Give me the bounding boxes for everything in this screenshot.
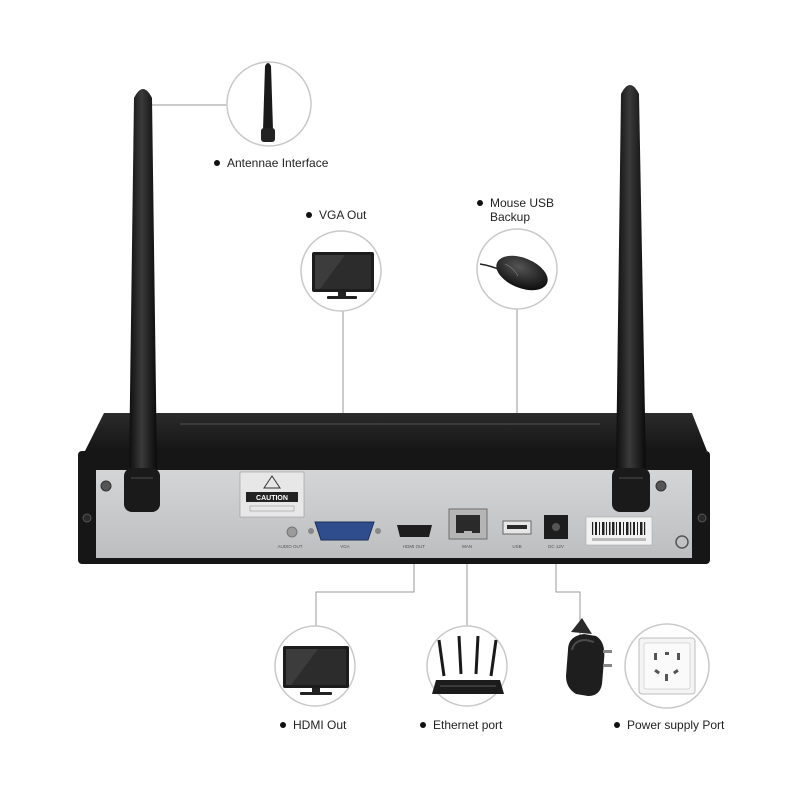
wall-outlet-icon: [638, 637, 696, 695]
screw: [697, 513, 707, 523]
bullet-icon: [214, 159, 220, 166]
ethernet-port-label: Ethernet port: [420, 718, 502, 732]
vga-out-label: VGA Out: [306, 208, 366, 222]
monitor-icon: [283, 646, 349, 695]
bullet-icon: [614, 721, 620, 728]
antenna-base: [612, 468, 650, 512]
screw: [100, 480, 112, 492]
caution-fineprint: [249, 505, 295, 512]
hdmi-out-label: HDMI Out: [280, 718, 346, 732]
wan-label: WAN: [462, 544, 472, 549]
screw: [655, 480, 667, 492]
antenna-whip: [616, 85, 646, 470]
usb-label: USB: [512, 544, 521, 549]
vga-screw-right: [375, 528, 381, 534]
backup-label: Backup: [490, 210, 531, 224]
screw: [82, 513, 92, 523]
nvr-device: CAUTION AUDIO OUT VGA HDMI OUT WAN USB D…: [78, 413, 710, 564]
antenna-base: [124, 468, 160, 512]
usb-socket: [507, 525, 527, 529]
bullet-icon: [477, 199, 483, 206]
power-adapter-icon: [566, 618, 612, 696]
mouse-callout: [476, 228, 558, 310]
power-callout: [624, 623, 710, 709]
hdmi-connector-line: [315, 545, 415, 628]
ethernet-tab: [464, 531, 472, 535]
vga-port: [314, 521, 375, 541]
ethernet-callout: [426, 625, 508, 707]
barcode-icon: [592, 522, 646, 535]
vga-screw-left: [308, 528, 314, 534]
monitor-icon: [312, 252, 374, 299]
audio-out-port: [286, 526, 298, 538]
mouse-icon: [479, 255, 548, 291]
dc-power-pin: [552, 523, 560, 531]
bullet-icon: [306, 211, 312, 218]
hdmi-port: [397, 525, 432, 537]
bullet-icon: [420, 721, 426, 728]
dc-label: DC 12V: [548, 544, 564, 549]
power-connector-line: [555, 545, 581, 636]
ground-screw: [675, 535, 689, 549]
router-icon: [432, 635, 504, 694]
barcode-number: [592, 538, 646, 541]
antenna-label: Antennae Interface: [214, 156, 328, 170]
caution-text: CAUTION: [256, 495, 288, 502]
antenna-icon: [261, 63, 275, 142]
bullet-icon: [280, 721, 286, 728]
antenna-right: [612, 85, 650, 512]
ethernet-socket: [456, 515, 480, 533]
hdmi-label: HDMI OUT: [403, 544, 425, 549]
antenna-whip: [129, 89, 157, 470]
warning-icon: [263, 475, 281, 489]
power-supply-label: Power supply Port: [614, 718, 724, 732]
antenna-callout: [226, 61, 312, 147]
caution-banner: [246, 492, 298, 502]
vga-callout: [300, 230, 382, 312]
vga-label: VGA: [340, 544, 350, 549]
antenna-left: [124, 89, 160, 512]
mouse-usb-label: Mouse USB: [477, 196, 554, 210]
device-top: [85, 413, 707, 451]
hdmi-callout: [274, 625, 356, 707]
audio-out-label: AUDIO OUT: [277, 544, 302, 549]
